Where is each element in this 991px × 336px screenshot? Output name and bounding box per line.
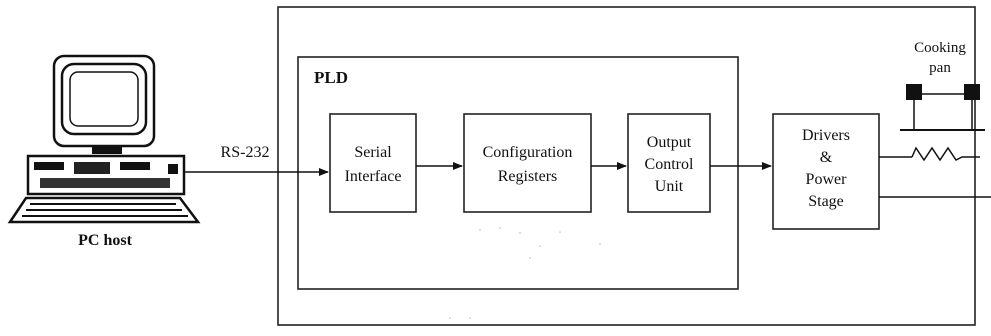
cooking-pan-label: Cooking pan bbox=[900, 38, 980, 78]
configuration-registers-label: Configuration Registers bbox=[462, 141, 593, 189]
drivers-power-stage-block bbox=[772, 113, 880, 230]
cooking-pan-icon bbox=[900, 84, 985, 131]
system-frame bbox=[277, 6, 976, 326]
configuration-registers-block bbox=[463, 113, 592, 213]
serial-interface-block bbox=[329, 113, 417, 213]
rs232-label: RS-232 bbox=[220, 144, 270, 161]
output-control-unit-line-3: Unit bbox=[654, 178, 684, 195]
cooking-pan-line-2: pan bbox=[929, 60, 951, 76]
pc-host-label: PC host bbox=[78, 232, 132, 249]
configuration-registers-line-1: Configuration bbox=[482, 144, 573, 161]
drivers-power-stage-line-3: Power bbox=[805, 171, 847, 188]
drivers-power-stage-line-2: & bbox=[819, 149, 833, 166]
drivers-power-stage-line-4: Stage bbox=[808, 193, 844, 210]
drivers-power-stage-label: Drivers & Power Stage bbox=[773, 125, 879, 213]
configuration-registers-line-2: Registers bbox=[497, 168, 558, 185]
serial-interface-line-1: Serial bbox=[354, 144, 392, 161]
cooking-pan-line-1: Cooking bbox=[914, 40, 966, 56]
scan-noise bbox=[449, 227, 601, 319]
pld-label: PLD bbox=[314, 68, 348, 87]
output-control-unit-line-2: Control bbox=[644, 156, 694, 173]
output-control-unit-line-1: Output bbox=[646, 134, 692, 151]
drivers-power-stage-line-1: Drivers bbox=[802, 127, 850, 144]
pc-host-icon bbox=[7, 54, 201, 224]
output-control-unit-block bbox=[627, 113, 711, 213]
output-control-unit-label: Output Control Unit bbox=[628, 132, 710, 198]
pld-frame bbox=[297, 56, 739, 290]
serial-interface-label: Serial Interface bbox=[330, 141, 416, 189]
heater-coil bbox=[911, 146, 980, 162]
serial-interface-line-2: Interface bbox=[344, 168, 402, 185]
